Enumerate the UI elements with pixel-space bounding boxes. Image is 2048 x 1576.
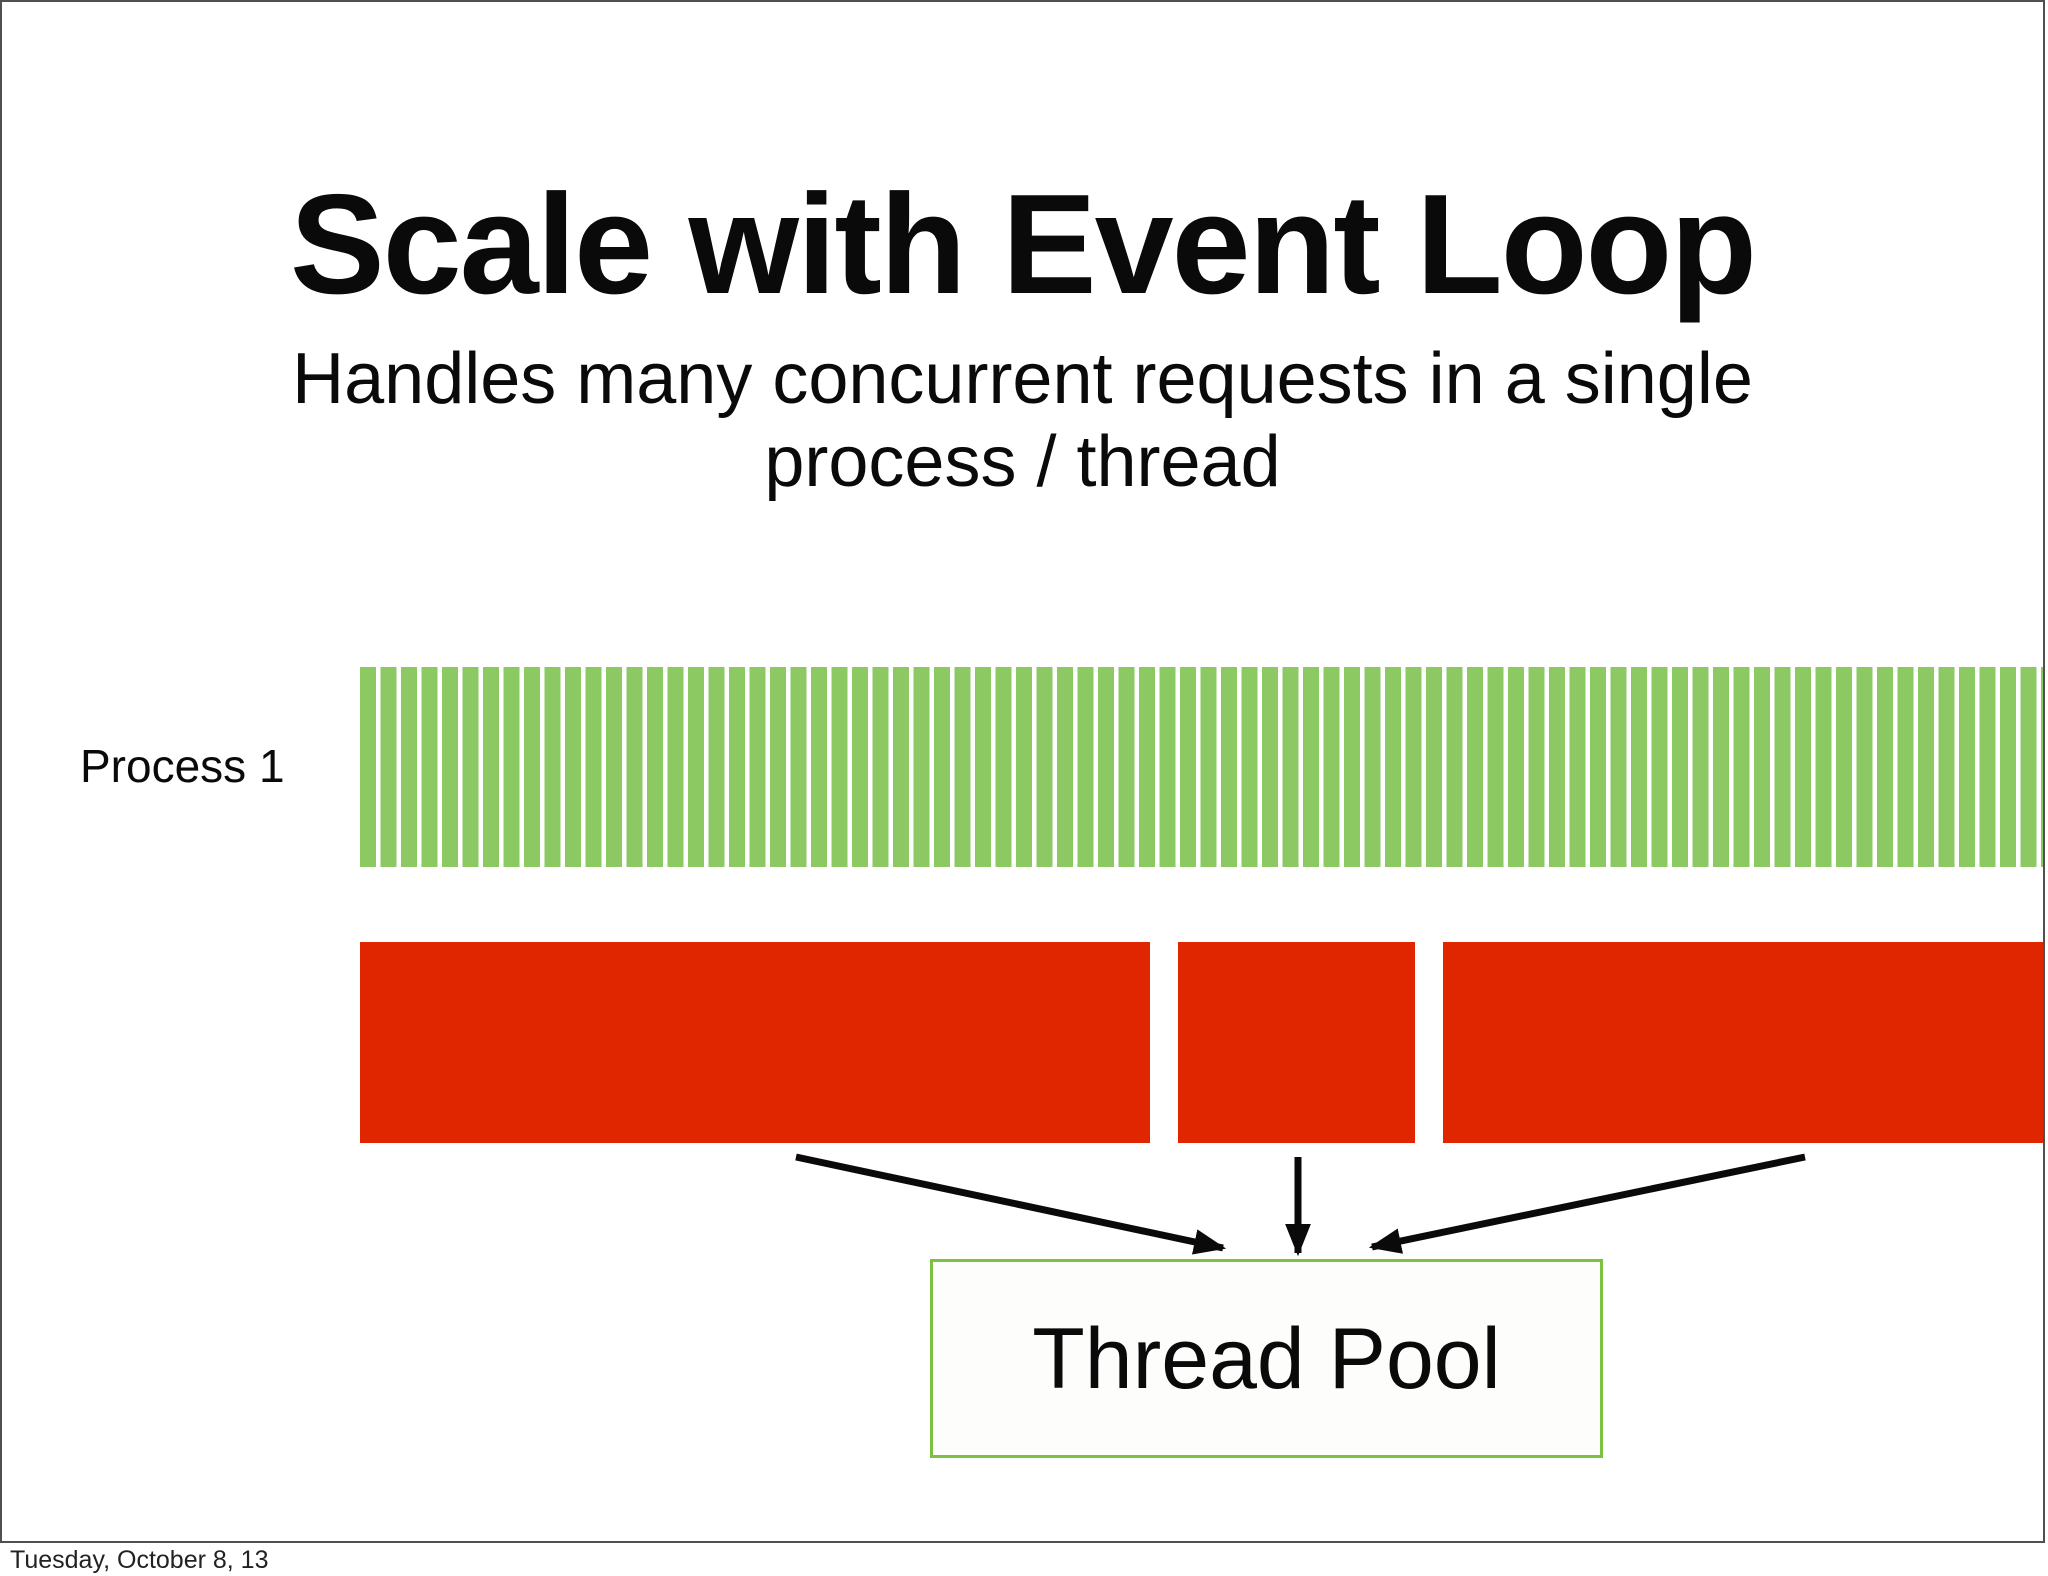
thread-pool-label: Thread Pool (1032, 1310, 1501, 1407)
thread-pool-box: Thread Pool (930, 1259, 1603, 1458)
blocking-request-block-2 (1178, 942, 1415, 1143)
blocking-request-block-3 (1443, 942, 2043, 1143)
subtitle-line-2: process / thread (764, 422, 1281, 503)
process-1-label: Process 1 (80, 740, 285, 792)
slide-subtitle: Handles many concurrent requests in a si… (0, 338, 2045, 504)
blocking-request-block-1 (360, 942, 1150, 1143)
subtitle-line-1: Handles many concurrent requests in a si… (292, 339, 1753, 419)
event-loop-requests-bar (360, 667, 2043, 867)
footer-date: Tuesday, October 8, 13 (10, 1546, 269, 1574)
slide-title: Scale with Event Loop (289, 165, 1757, 324)
